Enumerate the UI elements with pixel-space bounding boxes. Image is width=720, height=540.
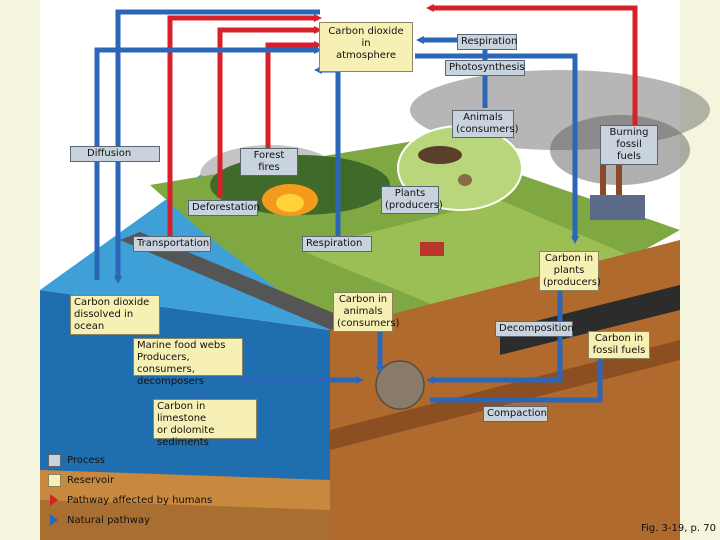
decomposition-path	[426, 290, 563, 384]
legend-process-label: Process	[67, 455, 105, 466]
carbon-in-plants-reservoir: Carbon in plants (producers)	[539, 251, 601, 291]
bison-icon	[418, 146, 462, 164]
deforestation-process: Deforestation	[188, 200, 260, 216]
photosynthesis-process: Photosynthesis	[445, 60, 525, 76]
reservoir-swatch	[48, 474, 61, 487]
marine-food-webs-reservoir: Marine food webs Producers, consumers, d…	[133, 338, 243, 387]
deforestation-path	[217, 26, 322, 198]
transportation-process: Transportation	[133, 236, 211, 252]
compaction-process: Compaction	[483, 406, 548, 422]
legend-reservoir: Reservoir	[48, 474, 114, 487]
carbon-in-animals-reservoir: Carbon in animals (consumers)	[333, 292, 400, 332]
forest-fires-path	[265, 41, 322, 156]
red-arrow-icon	[50, 494, 58, 506]
burning-fossil-fuels-path	[426, 4, 638, 128]
figure-caption: Fig. 3-19, p. 70	[641, 523, 716, 534]
farmhouse-icon	[420, 242, 444, 256]
photosynthesis-path	[415, 53, 579, 244]
respiration-top-process: Respiration	[457, 34, 517, 50]
burning-fossil-fuels-process: Burning fossil fuels	[600, 125, 658, 165]
fire-core	[276, 194, 304, 212]
natural-pathways	[94, 9, 604, 440]
legend-reservoir-label: Reservoir	[67, 475, 115, 486]
compaction-path	[430, 356, 604, 403]
smokestack-2	[616, 165, 622, 195]
decomposition-organisms-icon	[375, 360, 425, 410]
sediment-layer-2	[40, 500, 330, 540]
factory-icon	[590, 195, 645, 220]
forest-fires-process: Forest fires	[240, 148, 298, 176]
plants-label: Plants (producers)	[381, 186, 443, 214]
decomposition-process: Decomposition	[495, 321, 574, 337]
smokestack-1	[600, 160, 606, 195]
transportation-path	[167, 14, 322, 236]
legend-human-pathway: Pathway affected by humans	[48, 494, 212, 506]
legend-process: Process	[48, 454, 105, 467]
legend-natural-label: Natural pathway	[67, 514, 151, 526]
diffusion-path-up	[94, 46, 322, 280]
carbon-in-limestone-reservoir: Carbon in limestone or dolomite sediment…	[153, 399, 257, 448]
co2-ocean-reservoir: Carbon dioxide dissolved in ocean	[70, 295, 160, 335]
carbon-in-fossil-fuels-reservoir: Carbon in fossil fuels	[588, 331, 650, 359]
respiration-mid-process: Respiration	[302, 236, 372, 252]
blue-arrow-icon	[50, 514, 58, 526]
animals-label: Animals (consumers)	[452, 110, 519, 138]
legend-human-label: Pathway affected by humans	[67, 494, 213, 506]
legend-natural-pathway: Natural pathway	[48, 514, 150, 526]
diffusion-path-down	[114, 9, 320, 284]
rabbit-icon	[458, 174, 472, 186]
human-pathways	[167, 4, 638, 236]
co2-atmosphere-reservoir: Carbon dioxide in atmosphere	[319, 22, 413, 72]
soil-band	[330, 340, 680, 450]
left-margin-strip	[0, 0, 40, 540]
diffusion-process: Diffusion	[70, 146, 160, 162]
fossil-fuel-layer	[500, 285, 680, 355]
process-swatch	[48, 454, 61, 467]
